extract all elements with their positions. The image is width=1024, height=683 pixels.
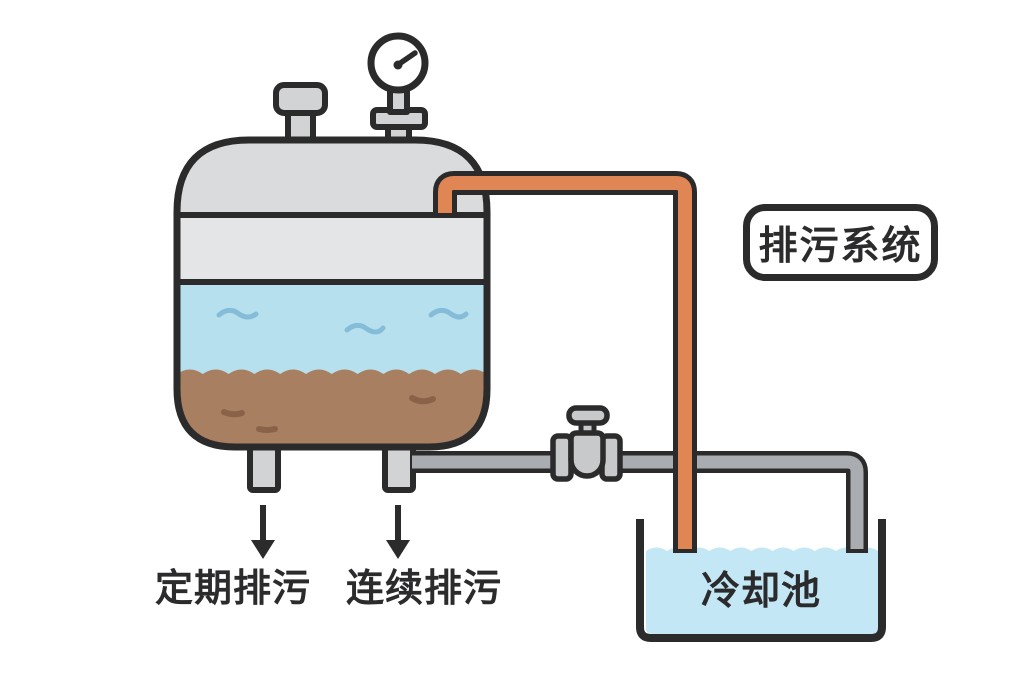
pool-water [646, 547, 879, 634]
continuous-blowdown-label: 连续排污 [346, 568, 503, 610]
cooling-pool-label: 冷却池 [700, 570, 821, 613]
tank-contents [177, 140, 487, 447]
valve-handle [566, 405, 610, 426]
sediment-dash-mark [221, 409, 245, 418]
tank-outline [173, 136, 491, 451]
water-wave-mark [428, 307, 469, 320]
orange-discharge-pipe [438, 176, 692, 549]
system-label-text: 排污系统 [758, 224, 923, 268]
sediment-layer [177, 369, 487, 447]
gray-pipe-casing [412, 451, 868, 553]
gray-blowdown-pipe [412, 455, 864, 549]
vent-nozzle-cap [273, 82, 328, 116]
valve-body [568, 430, 606, 479]
water-wave-mark [344, 322, 386, 335]
water-layer [177, 280, 487, 380]
system-label-box: 排污系统 [743, 204, 938, 281]
periodic-blowdown-label: 定期排污 [155, 568, 312, 610]
sediment-dash-mark [256, 426, 278, 433]
sediment-dash-mark [409, 395, 436, 405]
down-arrow-icon [386, 540, 410, 559]
cooling-pool-outline [636, 519, 886, 642]
gauge-needle [396, 50, 418, 67]
water-wave-mark [216, 307, 259, 320]
down-arrow-icon [251, 540, 275, 559]
gauge-needle-hub [393, 60, 403, 70]
